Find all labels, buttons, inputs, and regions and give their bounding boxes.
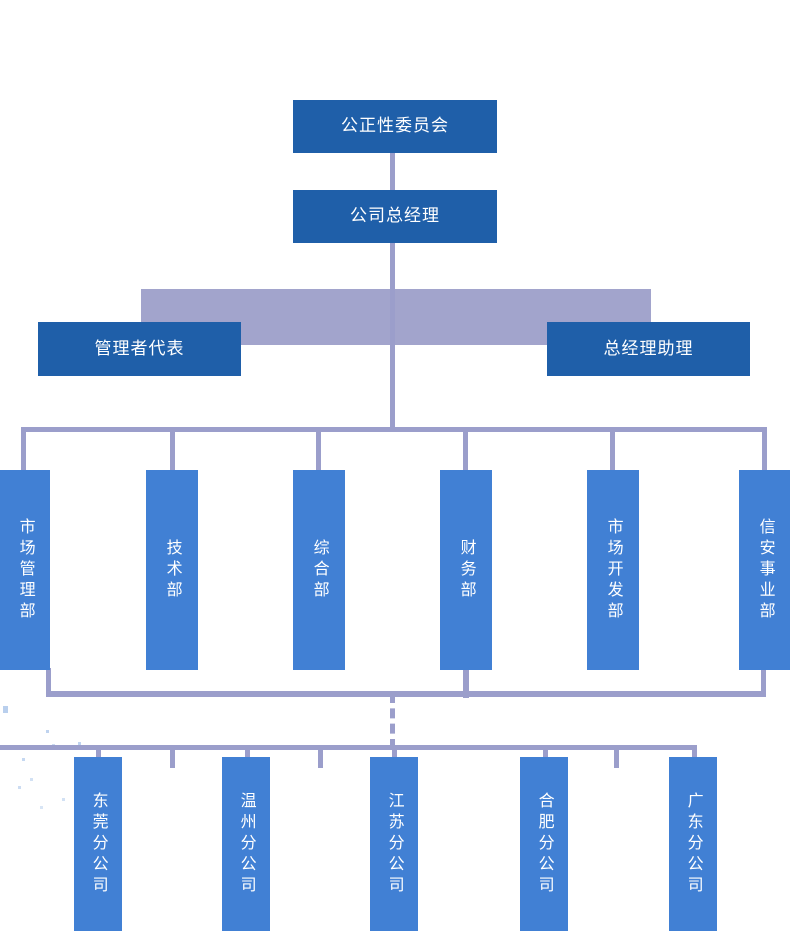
connector-gm-to-bus: [390, 242, 395, 430]
branch-leg-3: [392, 745, 397, 759]
node-branch-guangdong[interactable]: 广东分公司: [669, 757, 717, 931]
department-riser-right: [761, 668, 766, 696]
branch-upper-rail: [46, 691, 766, 697]
artifact-speck: [3, 706, 8, 713]
node-gm-assistant[interactable]: 总经理助理: [547, 322, 750, 376]
node-general-manager[interactable]: 公司总经理: [293, 190, 497, 243]
node-department-label: 市场开发部: [604, 517, 622, 623]
node-department-label: 综合部: [310, 538, 328, 602]
node-branch-label: 广东分公司: [684, 791, 702, 897]
node-branch-hefei[interactable]: 合肥分公司: [520, 757, 568, 931]
branch-dashed-stub-1: [170, 748, 175, 768]
branch-leg-2: [245, 745, 250, 759]
branch-dashed-stub-2: [318, 748, 323, 768]
node-branch-label: 江苏分公司: [385, 791, 403, 897]
connector-committee-to-gm: [390, 152, 395, 192]
artifact-speck: [22, 758, 25, 761]
branch-rail-left-extension: [0, 745, 96, 750]
node-department-label: 市场管理部: [16, 517, 34, 623]
node-committee-label: 公正性委员会: [341, 116, 449, 136]
node-branch-dongguan[interactable]: 东莞分公司: [74, 757, 122, 931]
branch-leg-4: [543, 745, 548, 759]
branch-dashed-drop: [390, 693, 395, 749]
node-department-infosec-division[interactable]: 信安事业部: [739, 470, 790, 670]
node-department-finance[interactable]: 财务部: [440, 470, 492, 670]
department-leg-1: [21, 427, 26, 472]
node-department-technology[interactable]: 技术部: [146, 470, 198, 670]
node-department-market-development[interactable]: 市场开发部: [587, 470, 639, 670]
node-department-label: 信安事业部: [756, 517, 774, 623]
node-department-market-management[interactable]: 市场管理部: [0, 470, 50, 670]
artifact-speck: [30, 778, 33, 781]
node-management-representative[interactable]: 管理者代表: [38, 322, 241, 376]
department-bus-rail: [21, 427, 767, 432]
node-branch-wenzhou[interactable]: 温州分公司: [222, 757, 270, 931]
artifact-speck: [78, 742, 81, 745]
artifact-speck: [18, 786, 21, 789]
branch-leg-1: [96, 745, 101, 759]
node-gm-assistant-label: 总经理助理: [603, 338, 694, 358]
department-leg-5: [610, 427, 615, 472]
node-branch-label: 温州分公司: [237, 791, 255, 897]
department-leg-2: [170, 427, 175, 472]
node-department-label: 技术部: [163, 538, 181, 602]
branch-leg-5: [692, 745, 697, 759]
artifact-speck: [62, 798, 65, 801]
department-riser-left: [46, 668, 51, 696]
department-leg-3: [316, 427, 321, 472]
artifact-speck: [40, 806, 43, 809]
node-branch-jiangsu[interactable]: 江苏分公司: [370, 757, 418, 931]
department-leg-4: [463, 427, 468, 472]
department-leg-6: [762, 427, 767, 472]
node-branch-label: 合肥分公司: [535, 791, 553, 897]
branch-dashed-stub-3: [614, 748, 619, 768]
artifact-speck: [46, 730, 49, 733]
node-branch-label: 东莞分公司: [89, 791, 107, 897]
node-general-manager-label: 公司总经理: [350, 206, 440, 226]
node-committee[interactable]: 公正性委员会: [293, 100, 497, 153]
finance-riser: [463, 668, 469, 698]
node-department-general-affairs[interactable]: 综合部: [293, 470, 345, 670]
node-management-representative-label: 管理者代表: [94, 338, 185, 358]
node-department-label: 财务部: [457, 538, 475, 602]
